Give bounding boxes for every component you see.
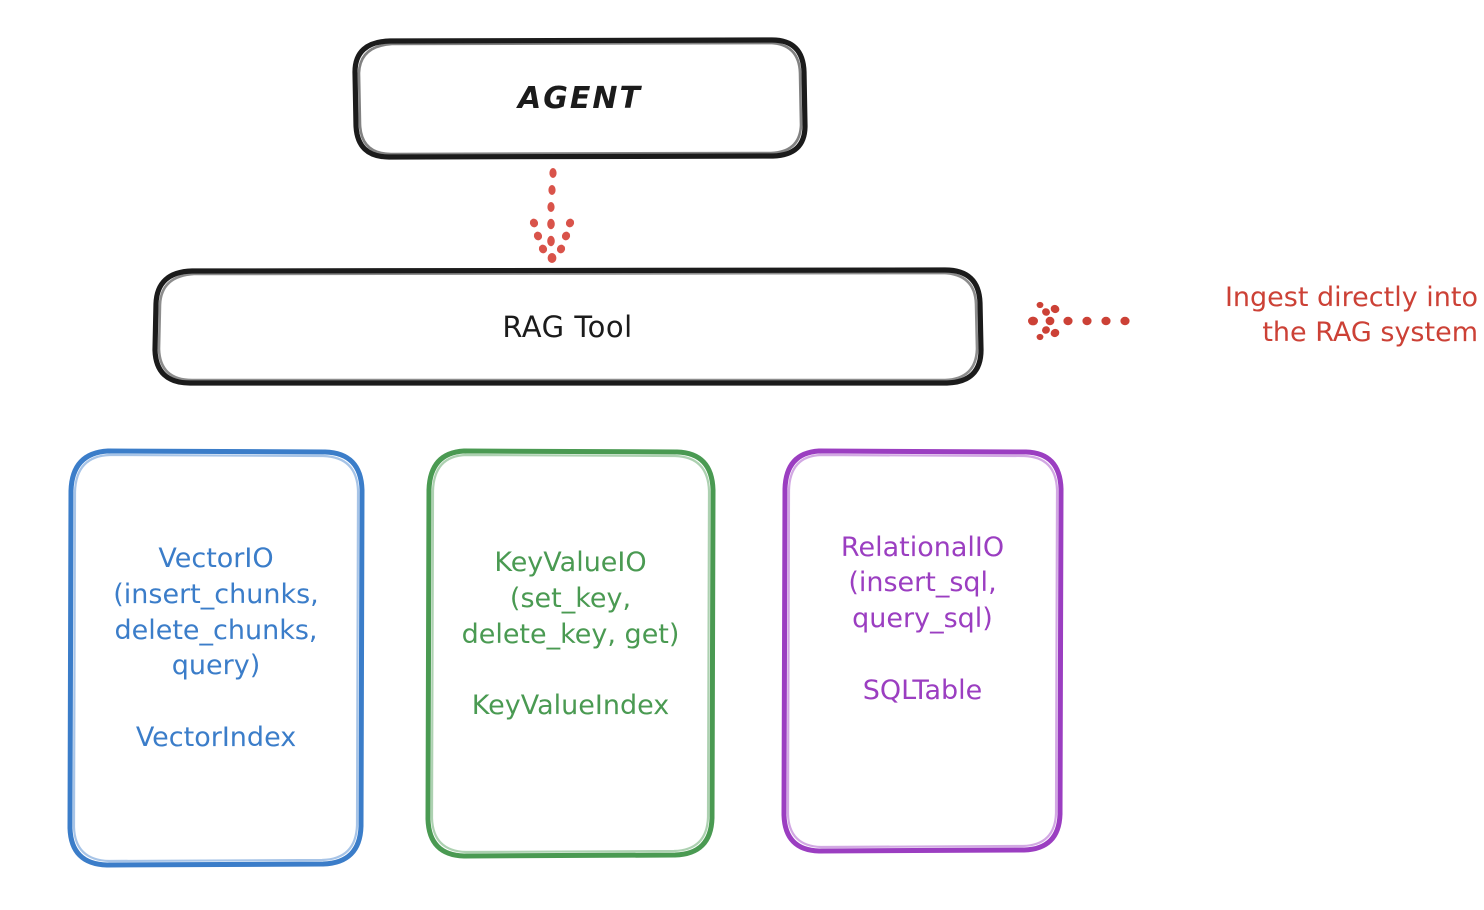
key-value-index-label: KeyValueIndex	[471, 690, 670, 722]
ingest-annotation-arrow	[1028, 301, 1130, 341]
agent-to-rag-tool-arrow	[529, 168, 575, 263]
rag-tool-box-outline	[152, 267, 984, 386]
key-value-io-box-outline	[425, 448, 716, 859]
rag-tool-node[interactable]: RAG Tool	[155, 270, 980, 383]
key-value-io-api-label: KeyValueIO (set_key, delete_key, get)	[461, 547, 680, 650]
relational-io-node[interactable]: RelationalIO (insert_sql, query_sql) SQL…	[784, 450, 1061, 850]
relational-io-box-outline	[781, 448, 1064, 854]
vector-index-label: VectorIndex	[135, 721, 297, 753]
rag-tool-label: RAG Tool	[502, 309, 633, 344]
vector-io-box-outline	[67, 448, 365, 868]
vector-io-api-label: VectorIO (insert_chunks, delete_chunks, …	[113, 543, 319, 682]
vector-io-node[interactable]: VectorIO (insert_chunks, delete_chunks, …	[70, 450, 362, 865]
agent-box-outline	[352, 37, 808, 160]
sql-table-label: SQLTable	[862, 674, 983, 706]
ingest-annotation-text: Ingest directly into the RAG system	[1224, 282, 1478, 349]
agent-node[interactable]: AGENT	[355, 40, 805, 157]
agent-label: AGENT	[518, 81, 642, 116]
relational-io-api-label: RelationalIO (insert_sql, query_sql)	[840, 531, 1005, 634]
key-value-io-node[interactable]: KeyValueIO (set_key, delete_key, get) Ke…	[428, 450, 713, 855]
